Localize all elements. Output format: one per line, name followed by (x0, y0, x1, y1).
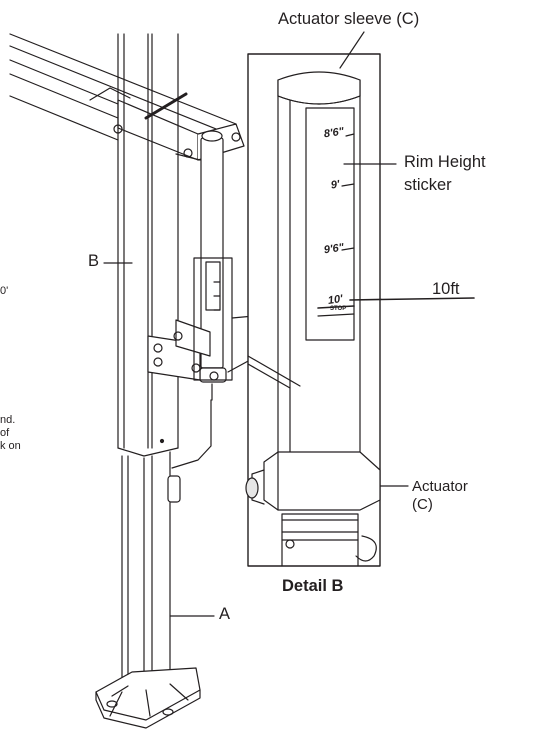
sticker-mark-9: 9' (330, 178, 341, 192)
sticker-ticks (317, 133, 355, 317)
actuator-clamp (245, 451, 381, 511)
sticker-stop: STOP (330, 306, 347, 312)
cropped-text-3: of (0, 427, 10, 439)
rim-height-sticker (305, 107, 355, 341)
ten-ft-line (349, 297, 475, 301)
label-actuator-sleeve: Actuator sleeve (C) (278, 10, 420, 28)
actuator-tube (167, 130, 227, 503)
label-actuator-line1: Actuator (412, 478, 468, 495)
upper-pole-b (117, 33, 179, 457)
detail-b-illustration (245, 31, 475, 567)
mounting-bracket (147, 319, 211, 381)
label-rim-height-line2: sticker (404, 176, 452, 194)
cropped-text-4: k on (0, 440, 21, 452)
label-detail-b: Detail B (282, 577, 344, 595)
label-a: A (219, 605, 231, 623)
lower-collar (281, 513, 377, 567)
lower-pole-a (121, 451, 171, 691)
pole-assembly-illustration (9, 33, 295, 729)
leader-actuator-sleeve (339, 31, 365, 69)
cropped-text-1: 0' (0, 285, 9, 297)
base-plate (95, 667, 201, 729)
label-rim-height-line1: Rim Height (404, 153, 486, 171)
label-actuator-line2: (C) (412, 496, 433, 513)
actuator-sleeve (277, 79, 361, 459)
cropped-text-2: nd. (0, 414, 16, 426)
label-b: B (88, 252, 100, 270)
label-ten-ft: 10ft (432, 280, 460, 298)
